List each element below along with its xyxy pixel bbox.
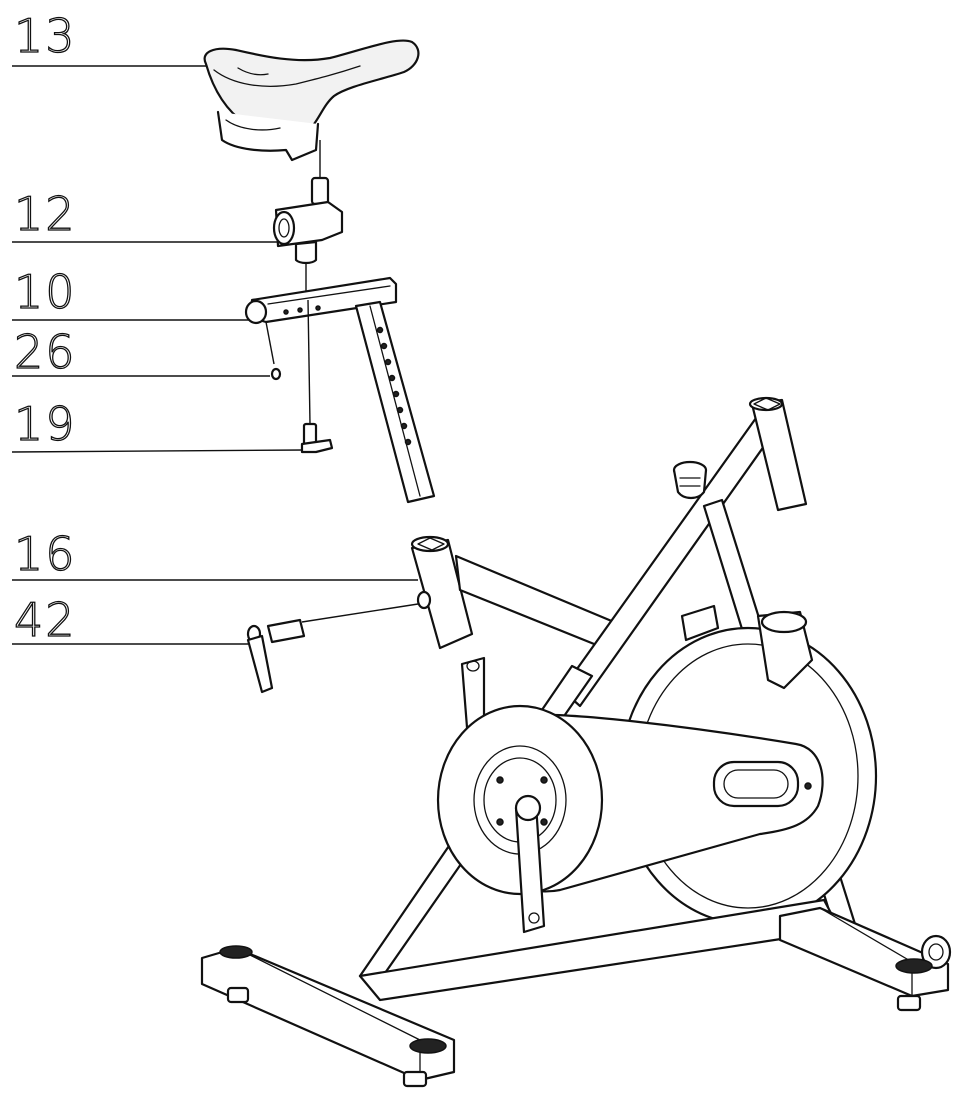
callout-label-12: 12 xyxy=(14,187,77,241)
tension-knob-icon xyxy=(672,460,708,500)
callout-26: 26 xyxy=(12,324,270,380)
callout-label-16: 16 xyxy=(14,527,77,581)
callout-label-19: 19 xyxy=(14,397,77,451)
foot-pad-icon xyxy=(219,945,447,1054)
callout-12: 12 xyxy=(12,186,288,243)
callout-16: 16 xyxy=(12,526,418,582)
callout-10: 10 xyxy=(12,264,252,321)
leader-line-19 xyxy=(11,449,305,453)
callout-13: 13 xyxy=(12,8,206,67)
washer-part-26 xyxy=(265,321,282,381)
callout-label-42: 42 xyxy=(14,593,77,647)
seat-clamp-part-12 xyxy=(272,176,344,300)
crank-arm xyxy=(514,794,546,934)
seat-tube-part-16 xyxy=(410,535,474,650)
adjust-lever-part-42 xyxy=(246,603,419,694)
seat-part-13 xyxy=(203,39,420,178)
knob-bolt-part-19 xyxy=(300,299,334,454)
callout-label-26: 26 xyxy=(14,325,77,379)
callout-19: 19 xyxy=(11,396,305,453)
callout-42: 42 xyxy=(12,592,252,648)
foot-pad-icon-front xyxy=(895,958,933,974)
bike-base xyxy=(200,898,952,1088)
seat-post-part-10 xyxy=(244,276,436,504)
callout-label-10: 10 xyxy=(14,265,77,319)
seat-post-holes xyxy=(376,326,412,446)
bottle-holder xyxy=(680,604,814,690)
callout-label-13: 13 xyxy=(14,9,77,63)
